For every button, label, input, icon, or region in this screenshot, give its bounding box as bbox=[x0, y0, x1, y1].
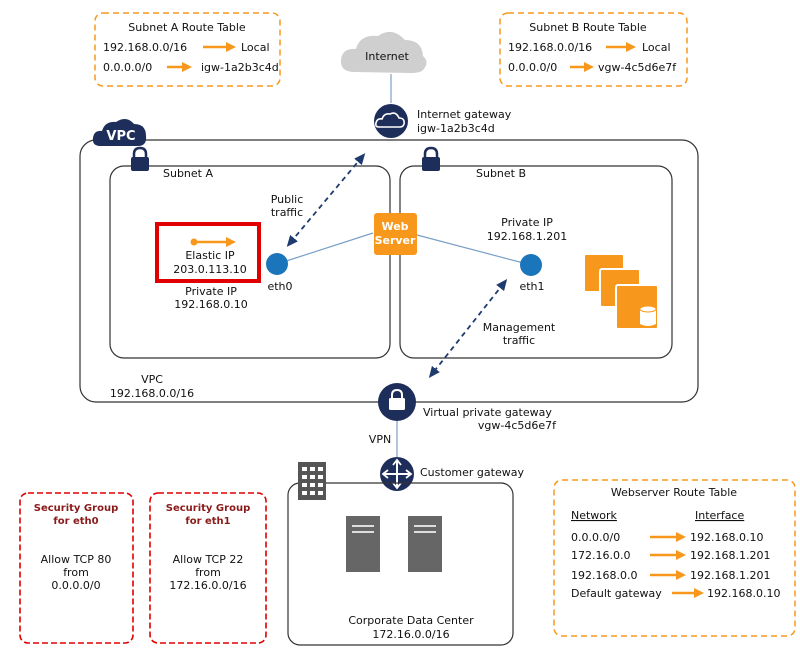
col-network-header: Network bbox=[571, 509, 618, 522]
subnet-a-boundary bbox=[109, 165, 391, 359]
instances-stack-icon bbox=[583, 253, 659, 330]
sg-eth1-rule-3: 172.16.0.0/16 bbox=[169, 579, 246, 592]
sg-eth0-title-2: for eth0 bbox=[53, 516, 98, 527]
arrow-icon bbox=[203, 42, 236, 52]
public-traffic-arrow bbox=[286, 153, 366, 247]
internet-cloud-icon: Internet bbox=[340, 31, 427, 73]
route-table-b-title: Subnet B Route Table bbox=[529, 21, 647, 34]
lock-icon bbox=[422, 146, 440, 171]
wrt-row2-network: 172.16.0.0 bbox=[571, 549, 630, 562]
vpn-label: VPN bbox=[369, 433, 391, 446]
wrt-row1-network: 0.0.0.0/0 bbox=[571, 531, 620, 544]
management-traffic-label-2: traffic bbox=[503, 334, 535, 347]
subnet-a-route-table: Subnet A Route Table 192.168.0.0/16 Loca… bbox=[94, 12, 281, 87]
wrt-row2-iface: 192.168.1.201 bbox=[690, 549, 770, 562]
route-b-row2-dest: 0.0.0.0/0 bbox=[508, 61, 557, 74]
server-icon bbox=[346, 516, 380, 572]
route-a-row1-dest: 192.168.0.0/16 bbox=[103, 41, 187, 54]
route-a-row1-target: Local bbox=[241, 41, 270, 54]
eth1-label: eth1 bbox=[519, 280, 544, 293]
customer-gateway-label: Customer gateway bbox=[420, 466, 524, 479]
lock-icon bbox=[131, 146, 149, 171]
data-center-boundary bbox=[287, 482, 514, 646]
wrt-row4-iface: 192.168.0.10 bbox=[707, 587, 780, 600]
route-b-row1-target: Local bbox=[642, 41, 671, 54]
vpc-cloud-badge: VPC bbox=[92, 118, 147, 146]
arrow-icon bbox=[650, 532, 686, 542]
public-traffic-label-1: Public bbox=[271, 193, 304, 206]
elastic-ip-label: Elastic IP bbox=[185, 249, 235, 262]
vpc-cidr: 192.168.0.0/16 bbox=[110, 387, 194, 400]
internet-label: Internet bbox=[365, 50, 409, 63]
private-ip-a-value: 192.168.0.10 bbox=[174, 298, 247, 311]
route-a-row2-target: igw-1a2b3c4d bbox=[201, 61, 279, 74]
eth0-label: eth0 bbox=[267, 280, 292, 293]
arrow-icon bbox=[570, 62, 594, 72]
route-b-row2-target: vgw-4c5d6e7f bbox=[598, 61, 677, 74]
wrt-row1-iface: 192.168.0.10 bbox=[690, 531, 763, 544]
building-icon bbox=[298, 462, 326, 500]
arrow-icon bbox=[650, 550, 686, 560]
sg-eth1-rule-1: Allow TCP 22 bbox=[173, 553, 244, 566]
eth1-interface-icon bbox=[520, 254, 542, 276]
customer-gateway: Customer gateway bbox=[380, 457, 524, 491]
web-server-icon bbox=[374, 213, 417, 255]
security-group-eth0: Security Group for eth0 Allow TCP 80 fro… bbox=[19, 492, 134, 644]
virtual-private-gateway: Virtual private gateway vgw-4c5d6e7f bbox=[378, 383, 557, 432]
arrow-icon bbox=[650, 570, 686, 580]
private-ip-b-label: Private IP bbox=[501, 216, 553, 229]
subnet-b-boundary bbox=[399, 165, 673, 359]
arrow-icon bbox=[672, 588, 704, 598]
server-icon bbox=[408, 516, 442, 572]
web-server-label-2: Server bbox=[375, 234, 416, 247]
private-ip-a-label: Private IP bbox=[185, 285, 237, 298]
internet-gateway: Internet gateway igw-1a2b3c4d bbox=[374, 104, 512, 138]
subnet-b-route-table: Subnet B Route Table 192.168.0.0/16 Loca… bbox=[499, 12, 688, 87]
sg-eth0-rule-2: from bbox=[63, 566, 89, 579]
management-traffic-label-1: Management bbox=[483, 321, 556, 334]
elastic-ip-value: 203.0.113.10 bbox=[173, 263, 246, 276]
route-b-row1-dest: 192.168.0.0/16 bbox=[508, 41, 592, 54]
route-table-a-title: Subnet A Route Table bbox=[128, 21, 246, 34]
col-interface-header: Interface bbox=[695, 509, 744, 522]
wrt-row3-network: 192.168.0.0 bbox=[571, 569, 637, 582]
private-ip-b-value: 192.168.1.201 bbox=[487, 230, 567, 243]
sg-eth0-rule-3: 0.0.0.0/0 bbox=[51, 579, 100, 592]
vgw-name: Virtual private gateway bbox=[423, 406, 552, 419]
arrow-icon bbox=[167, 62, 192, 72]
security-group-eth1: Security Group for eth1 Allow TCP 22 fro… bbox=[149, 492, 267, 644]
vpc-badge-label: VPC bbox=[106, 129, 135, 144]
data-center-name: Corporate Data Center bbox=[348, 614, 474, 627]
management-traffic-arrow bbox=[428, 279, 508, 378]
subnet-b-label: Subnet B bbox=[476, 167, 526, 180]
web-server-label-1: Web bbox=[381, 220, 408, 233]
sg-eth1-title-1: Security Group bbox=[166, 503, 250, 514]
vgw-id: vgw-4c5d6e7f bbox=[478, 419, 557, 432]
webserver-route-table-title: Webserver Route Table bbox=[611, 486, 737, 499]
webserver-route-table: Webserver Route Table Network Interface … bbox=[553, 479, 796, 637]
igw-icon bbox=[374, 104, 408, 138]
sg-eth0-rule-1: Allow TCP 80 bbox=[41, 553, 112, 566]
sg-eth1-rule-2: from bbox=[195, 566, 221, 579]
vpc-label: VPC bbox=[141, 373, 163, 386]
public-traffic-label-2: traffic bbox=[271, 206, 303, 219]
igw-id: igw-1a2b3c4d bbox=[417, 122, 495, 135]
route-a-row2-dest: 0.0.0.0/0 bbox=[103, 61, 152, 74]
sg-eth0-title-1: Security Group bbox=[34, 503, 118, 514]
igw-name: Internet gateway bbox=[417, 108, 512, 121]
elastic-ip-highlight bbox=[155, 222, 261, 283]
web-server: Web Server bbox=[374, 213, 417, 255]
wrt-row4-network: Default gateway bbox=[571, 587, 662, 600]
wrt-row3-iface: 192.168.1.201 bbox=[690, 569, 770, 582]
data-center-cidr: 172.16.0.0/16 bbox=[372, 628, 449, 641]
arrow-icon bbox=[606, 42, 636, 52]
subnet-a-label: Subnet A bbox=[163, 167, 213, 180]
sg-eth1-title-2: for eth1 bbox=[185, 516, 230, 527]
eth0-interface-icon bbox=[266, 253, 288, 275]
elastic-ip-key-icon bbox=[190, 237, 236, 247]
